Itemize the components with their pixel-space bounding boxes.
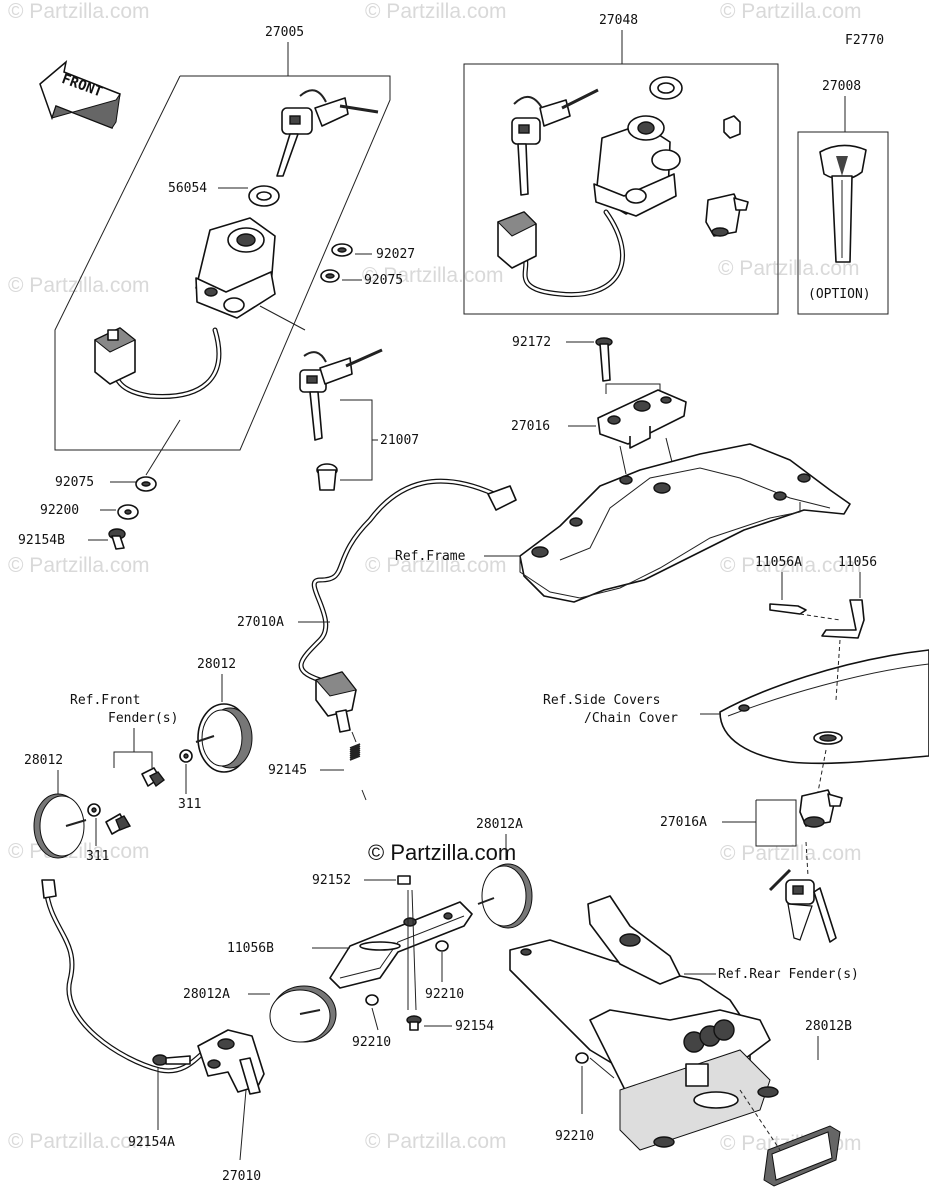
part-label-92154b: 92154B (18, 533, 65, 548)
ref-front-fender-label-1: Ref.Front (70, 693, 140, 708)
bracket-icon (597, 389, 687, 449)
ignition-key-icon (511, 88, 599, 196)
nut-icon (365, 994, 379, 1006)
part-label-56054: 56054 (168, 181, 207, 196)
figure-code: F2770 (845, 33, 884, 48)
bolt-icon (152, 1054, 191, 1066)
reflector-icon (33, 793, 87, 859)
ref-front-fender-label-2: Fender(s) (108, 711, 178, 726)
plate-reflector-icon (763, 1125, 841, 1187)
watermark-text: © Partzilla.com (362, 264, 504, 287)
ignition-switch-icon (593, 115, 681, 217)
bolt-icon (108, 528, 126, 550)
part-label-311-right: 311 (178, 797, 201, 812)
side-cover-icon (719, 649, 929, 765)
nut-icon (435, 940, 449, 952)
part-label-27016a: 27016A (660, 815, 707, 830)
part-label-27008: 27008 (822, 79, 861, 94)
watermark-text: © Partzilla.com (365, 554, 507, 577)
watermark-text: © Partzilla.com (720, 842, 862, 865)
part-label-311-left: 311 (86, 849, 109, 864)
ref-side-covers-label-2: /Chain Cover (584, 711, 678, 726)
collar-icon (397, 875, 411, 885)
part-label-28012-top: 28012 (197, 657, 236, 672)
bolt-icon (141, 767, 165, 788)
part-label-11056a: 11056A (755, 555, 802, 570)
ref-rear-fender-label: Ref.Rear Fender(s) (718, 967, 859, 982)
bracket-icon (329, 901, 473, 989)
part-label-92210-low: 92210 (352, 1035, 391, 1050)
part-label-92210-mid: 92210 (425, 987, 464, 1002)
watermark-text: © Partzilla.com (720, 554, 862, 577)
connector-icon (487, 485, 517, 511)
ignition-key-icon (276, 89, 379, 177)
part-label-11056b: 11056B (227, 941, 274, 956)
clip-icon (821, 599, 865, 639)
key-icon (768, 841, 837, 943)
copyright-text: © Partzilla.com (368, 840, 516, 865)
part-label-28012a-right: 28012A (476, 817, 523, 832)
spring-icon (349, 731, 367, 801)
nut-icon (575, 1052, 589, 1064)
part-label-92200: 92200 (40, 503, 79, 518)
reflector-icon (477, 863, 533, 929)
key-set-icon (299, 348, 383, 491)
part-label-27048: 27048 (599, 13, 638, 28)
connector-icon (94, 327, 136, 385)
watermark-text: © Partzilla.com (8, 554, 150, 577)
part-label-11056: 11056 (838, 555, 877, 570)
clip-icon (769, 603, 807, 615)
part-label-27010a: 27010A (237, 615, 284, 630)
reflector-icon (269, 985, 337, 1043)
part-label-92075-bottom: 92075 (55, 475, 94, 490)
part-label-92152: 92152 (312, 873, 351, 888)
group-27005: 27005 56054 (54, 25, 415, 451)
watermark-text: © Partzilla.com (8, 0, 150, 23)
watermark-text: © Partzilla.com (718, 257, 860, 280)
option-label: (OPTION) (808, 287, 871, 302)
bolt-icon (105, 813, 132, 835)
connector-icon (41, 879, 57, 899)
lock-cylinder-icon (705, 115, 749, 237)
part-label-92027: 92027 (376, 247, 415, 262)
part-label-92145: 92145 (268, 763, 307, 778)
part-label-28012b: 28012B (805, 1019, 852, 1034)
part-label-28012a-left: 28012A (183, 987, 230, 1002)
group-27008: 27008 (OPTION) (797, 79, 889, 315)
lock-cylinder-icon (799, 789, 843, 828)
part-label-92154a: 92154A (128, 1135, 175, 1150)
watermark-text: © Partzilla.com (720, 0, 862, 23)
frame-icon (519, 443, 851, 603)
part-label-92154: 92154 (455, 1019, 494, 1034)
bolt-icon (406, 1015, 422, 1031)
reflector-icon (195, 703, 253, 773)
part-label-27010: 27010 (222, 1169, 261, 1184)
watermark-text: © Partzilla.com (8, 274, 150, 297)
harness-27010 (41, 879, 265, 1095)
harness-27010a (298, 478, 517, 733)
group-27048: 27048 (463, 13, 779, 315)
watermark-text: © Partzilla.com (365, 0, 507, 23)
ignition-switch-icon (195, 217, 306, 331)
screw-icon (595, 337, 613, 382)
part-label-92172: 92172 (512, 335, 551, 350)
connector-icon (497, 211, 537, 269)
frame-assembly: 92172 27016 Ref.Frame (395, 335, 851, 603)
watermark-text: © Partzilla.com (365, 1130, 507, 1153)
front-arrow: FRONT (39, 60, 121, 130)
ref-side-covers-label-1: Ref.Side Covers (543, 693, 660, 708)
part-label-27016: 27016 (511, 419, 550, 434)
part-label-27005: 27005 (265, 25, 304, 40)
part-label-28012-left: 28012 (24, 753, 63, 768)
part-label-21007: 21007 (380, 433, 419, 448)
part-label-92075-top: 92075 (364, 273, 403, 288)
watermark-text: © Partzilla.com (8, 1130, 150, 1153)
part-label-92210-rear: 92210 (555, 1129, 594, 1144)
blank-key-icon (819, 144, 867, 263)
rear-fender-icon (509, 895, 779, 1151)
ref-frame-label: Ref.Frame (395, 549, 466, 564)
